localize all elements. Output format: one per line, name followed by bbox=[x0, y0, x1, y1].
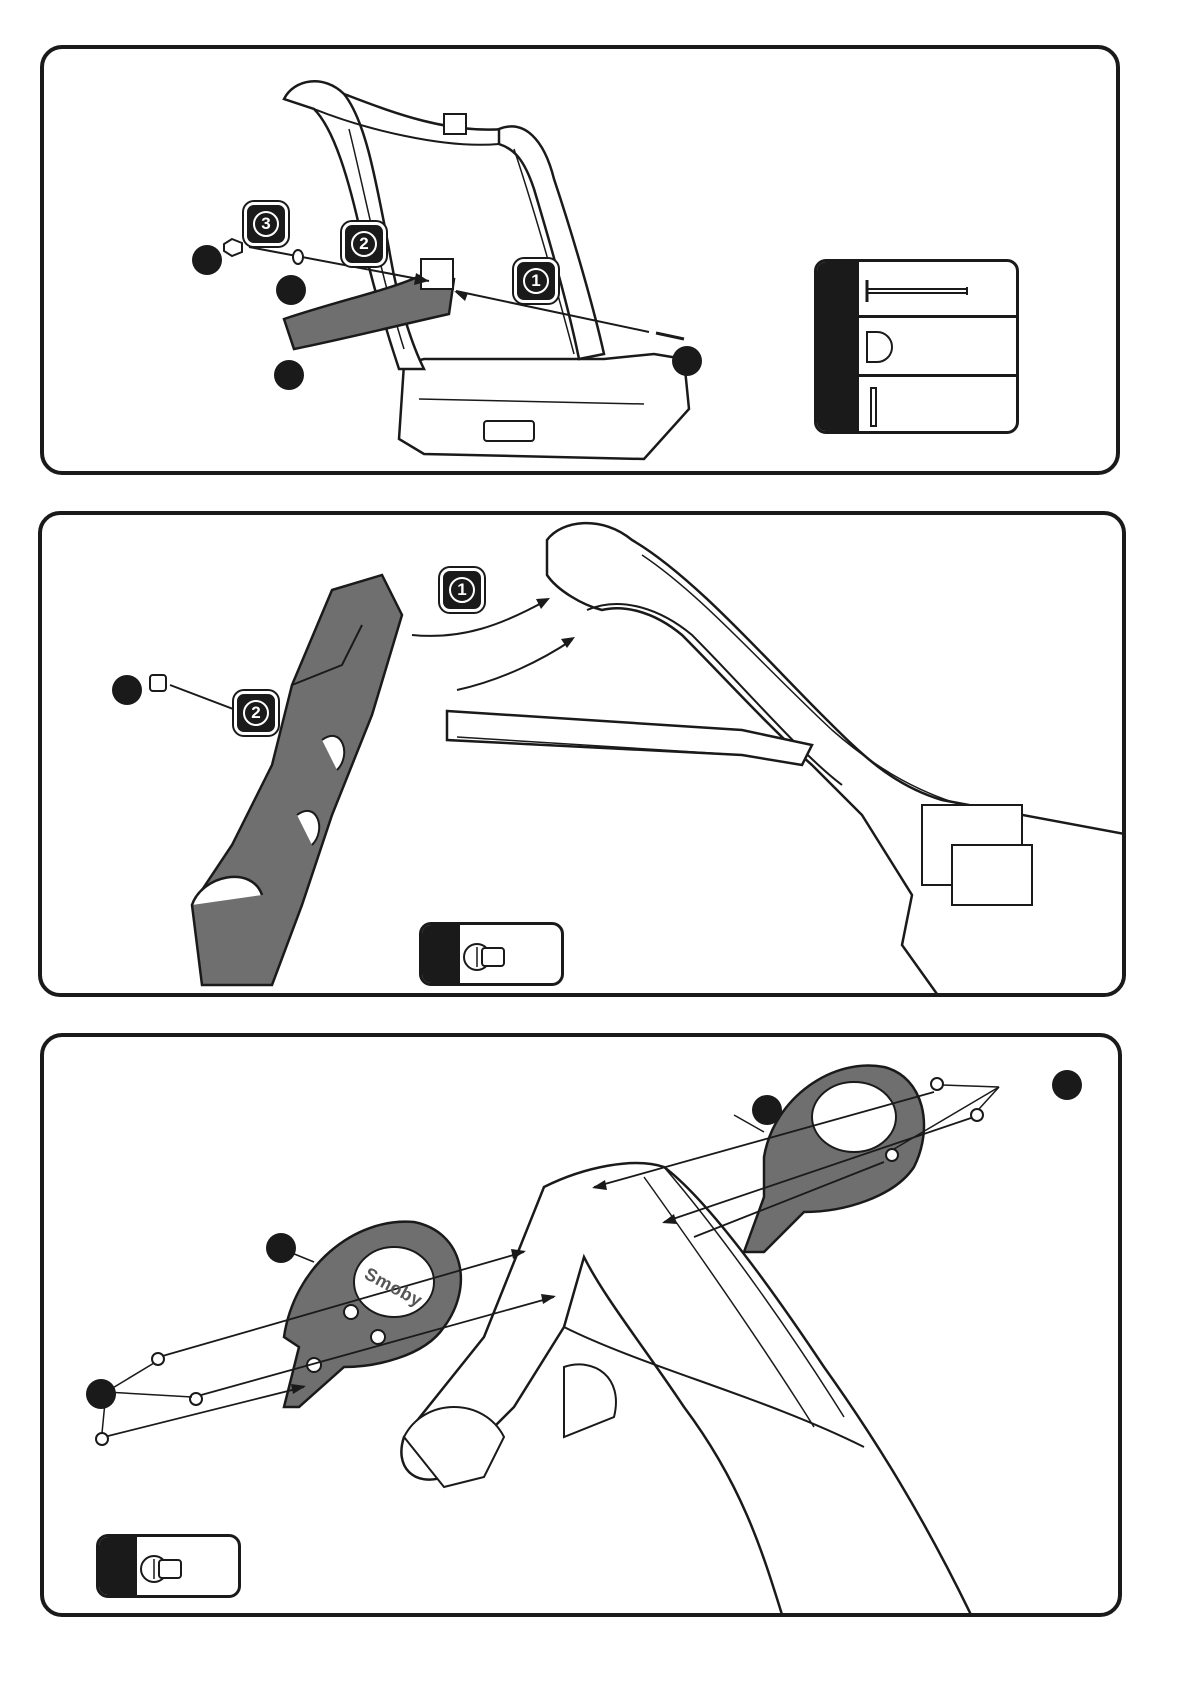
sub-step-number: 1 bbox=[523, 268, 549, 294]
sub-step-badge-3: 3 bbox=[244, 202, 288, 246]
sub-step-number: 2 bbox=[351, 231, 377, 257]
sub-step-badge-2: 2 bbox=[342, 222, 386, 266]
sub-step-badge-1: 1 bbox=[514, 259, 558, 303]
part-callout-arm bbox=[274, 360, 304, 390]
part-callout-caps-right bbox=[1052, 1070, 1082, 1100]
sub-step-badge-1: 1 bbox=[440, 568, 484, 612]
part-callout-bolt bbox=[672, 346, 702, 376]
sub-step-number: 1 bbox=[449, 577, 475, 603]
slide-assembly-illustration bbox=[42, 515, 1126, 997]
pin-icon bbox=[817, 262, 1019, 434]
part-callout-caps-left bbox=[86, 1379, 116, 1409]
side-panels-illustration bbox=[44, 1037, 1122, 1617]
part-callout-push-cap bbox=[112, 675, 142, 705]
step-panel-1: 3 2 1 bbox=[40, 45, 1120, 475]
parts-legend bbox=[419, 922, 564, 986]
part-callout-panel-left bbox=[266, 1233, 296, 1263]
sub-step-number: 3 bbox=[253, 211, 279, 237]
step-panel-3: Smoby bbox=[40, 1033, 1122, 1617]
part-callout-washer bbox=[276, 275, 306, 305]
sub-step-number: 2 bbox=[243, 700, 269, 726]
parts-legend bbox=[96, 1534, 241, 1598]
push-cap-icon bbox=[422, 925, 564, 986]
push-cap-icon bbox=[99, 1537, 241, 1598]
sub-step-badge-2: 2 bbox=[234, 691, 278, 735]
part-callout-nut bbox=[192, 245, 222, 275]
step-panel-2: 1 2 bbox=[38, 511, 1126, 997]
parts-legend bbox=[814, 259, 1019, 434]
part-callout-panel-right bbox=[752, 1095, 782, 1125]
